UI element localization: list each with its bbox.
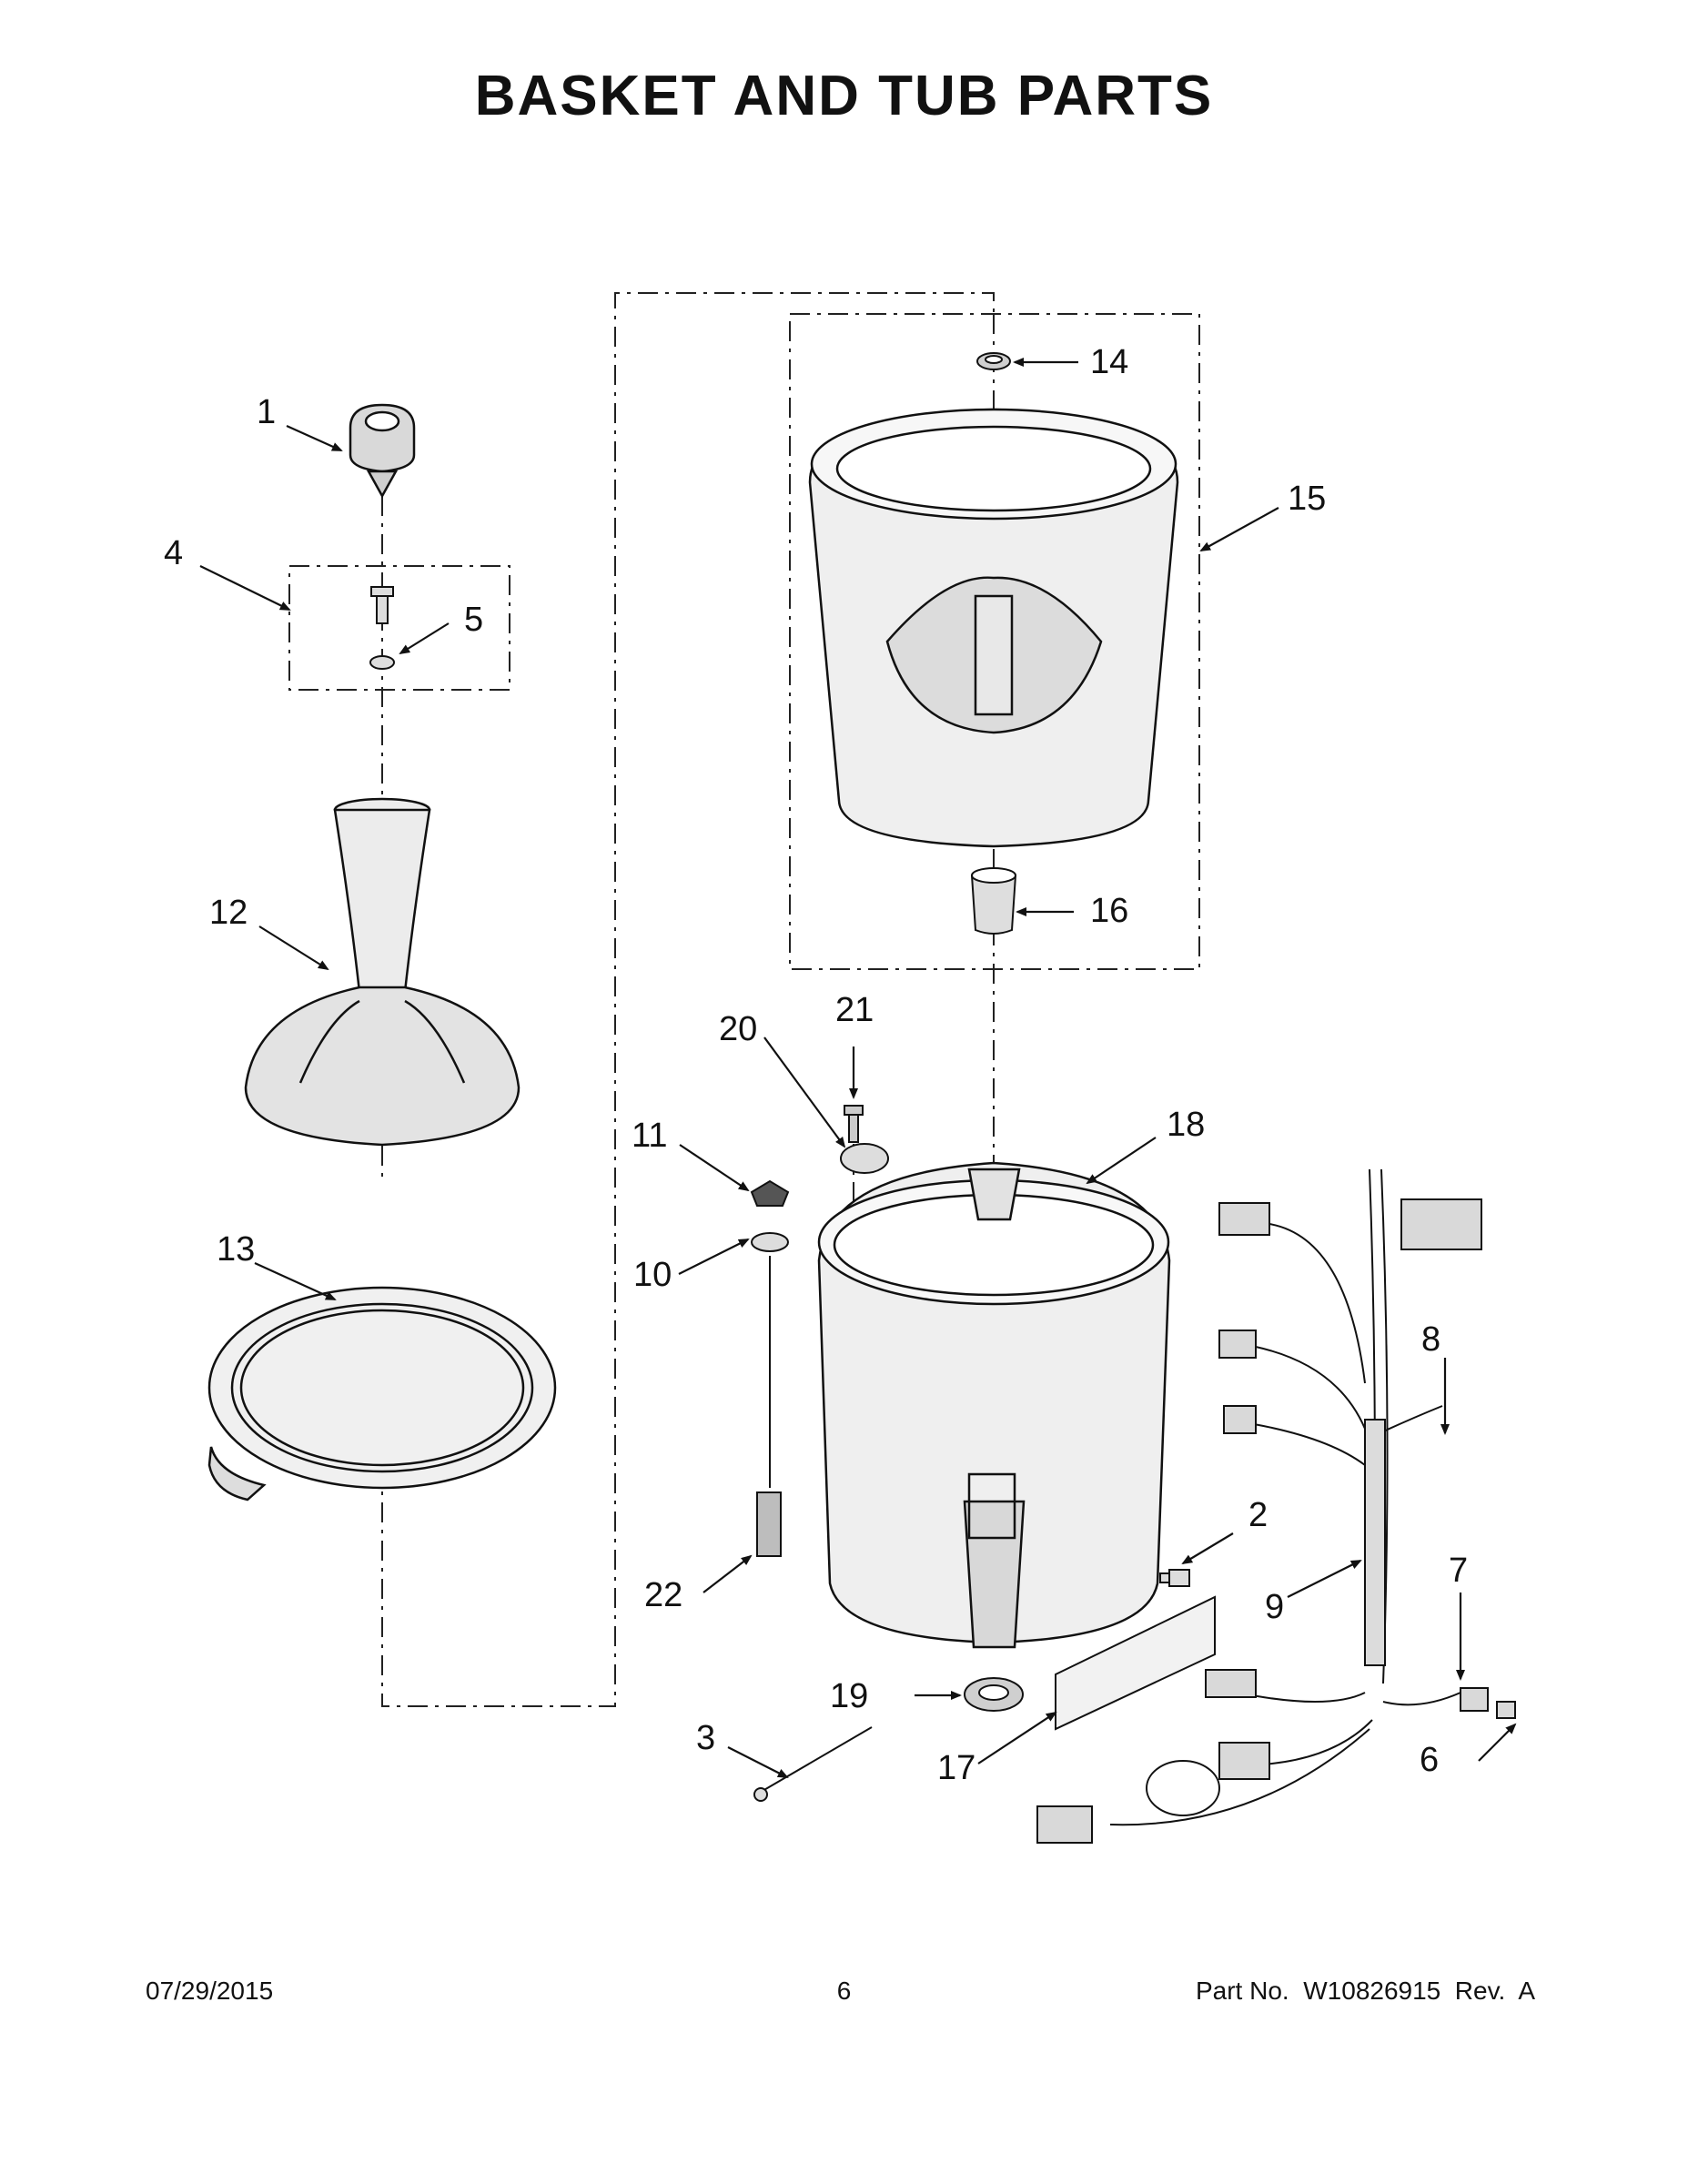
callout-6: 6 <box>1420 1741 1439 1779</box>
callout-5: 5 <box>464 601 483 639</box>
footer-part-number: Part No. W10826915 Rev. A <box>1195 1977 1535 2005</box>
callout-4: 4 <box>164 534 183 572</box>
callout-11: 11 <box>632 1117 667 1155</box>
callout-2: 2 <box>1248 1496 1268 1534</box>
callout-19: 19 <box>830 1677 868 1715</box>
callout-20: 20 <box>719 1010 757 1048</box>
assembly-centerline-left-lower <box>381 292 995 1707</box>
callout-9: 9 <box>1265 1588 1284 1626</box>
callout-1: 1 <box>257 393 276 431</box>
page-title: BASKET AND TUB PARTS <box>474 65 1214 127</box>
tie-strap-part <box>753 1726 873 1802</box>
hardware-group-box <box>288 565 510 691</box>
callout-7: 7 <box>1449 1552 1468 1590</box>
basket-nut-part <box>976 352 1011 370</box>
suspension-rod-assembly-part <box>750 1179 790 1557</box>
agitator-part <box>244 797 521 1147</box>
callout-16: 16 <box>1090 892 1128 930</box>
wash-basket-part <box>808 408 1179 848</box>
callout-15: 15 <box>1288 480 1326 518</box>
leader-arrows <box>199 358 1517 1778</box>
callout-22: 22 <box>644 1576 682 1614</box>
outer-tub-part <box>817 1161 1171 1649</box>
tub-seal-part <box>964 1677 1024 1712</box>
callout-18: 18 <box>1167 1106 1205 1144</box>
callout-13: 13 <box>217 1230 255 1269</box>
screw-part <box>844 1105 864 1143</box>
tub-plug-part <box>1159 1569 1190 1587</box>
callout-12: 12 <box>209 894 248 932</box>
shield-plate-part <box>1055 1595 1216 1731</box>
callout-17: 17 <box>937 1749 975 1787</box>
pressure-hose-plate-part <box>840 1143 889 1174</box>
basket-group-box <box>789 313 1200 970</box>
footer-date: 07/29/2015 <box>146 1977 274 2005</box>
callout-8: 8 <box>1421 1320 1440 1359</box>
balance-ring-part <box>207 1286 557 1502</box>
callout-labels: 1 2 3 4 5 6 7 8 9 10 11 12 13 14 15 16 1… <box>164 343 1468 1787</box>
drive-block-part <box>970 867 1017 935</box>
bolt-and-washer-part <box>369 586 395 670</box>
callout-14: 14 <box>1090 343 1128 381</box>
callout-3: 3 <box>696 1719 715 1757</box>
wire-harness-part <box>1036 1168 1516 1844</box>
footer-page-number: 6 <box>836 1977 852 2005</box>
callout-21: 21 <box>835 991 874 1029</box>
agitator-cap-part <box>349 403 416 499</box>
callout-10: 10 <box>633 1256 672 1294</box>
